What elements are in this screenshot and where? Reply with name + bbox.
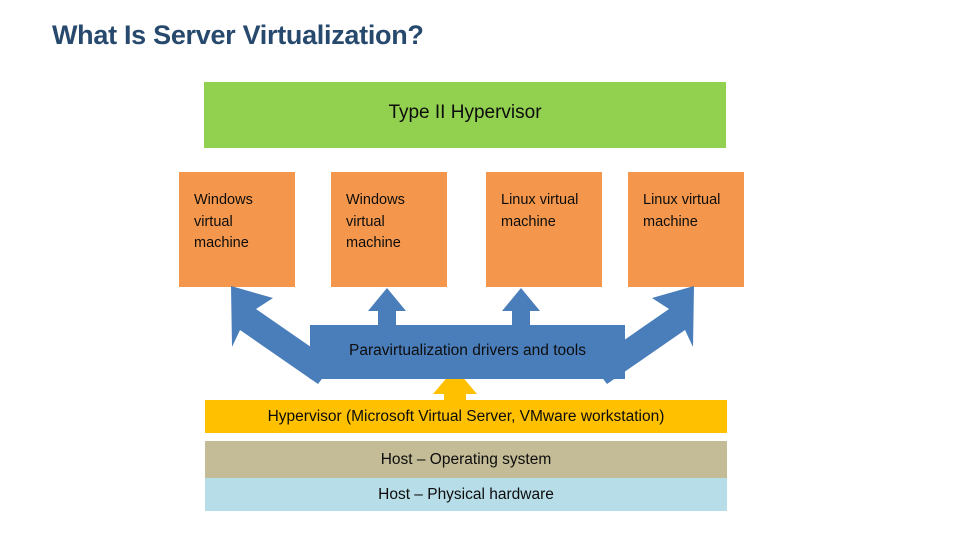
vm-box-linux-1: Linux virtual machine xyxy=(486,172,602,287)
paravirtualization-bar: Paravirtualization drivers and tools xyxy=(310,325,625,379)
vm-box-windows-1: Windows virtual machine xyxy=(179,172,295,287)
vm-box-label: Linux virtual machine xyxy=(501,192,579,230)
type-ii-hypervisor-banner: Type II Hypervisor xyxy=(204,82,726,148)
vm-box-linux-2: Linux virtual machine xyxy=(628,172,744,287)
vm-box-label: Linux virtual machine xyxy=(643,192,721,230)
vm-box-label: Windows virtual machine xyxy=(194,192,253,251)
vm-box-label: Windows virtual machine xyxy=(346,192,405,251)
paravirtualization-label: Paravirtualization drivers and tools xyxy=(349,342,586,359)
vm-box-windows-2: Windows virtual machine xyxy=(331,172,447,287)
hypervisor-bar: Hypervisor (Microsoft Virtual Server, VM… xyxy=(205,400,727,433)
hypervisor-bar-label: Hypervisor (Microsoft Virtual Server, VM… xyxy=(267,407,665,425)
page-title: What Is Server Virtualization? xyxy=(52,20,424,50)
host-physical-hardware-label: Host – Physical hardware xyxy=(378,485,554,503)
host-operating-system-label: Host – Operating system xyxy=(380,450,552,468)
host-physical-hardware-bar: Host – Physical hardware xyxy=(205,478,727,511)
host-operating-system-bar: Host – Operating system xyxy=(205,441,727,478)
type-ii-hypervisor-label: Type II Hypervisor xyxy=(388,102,542,123)
